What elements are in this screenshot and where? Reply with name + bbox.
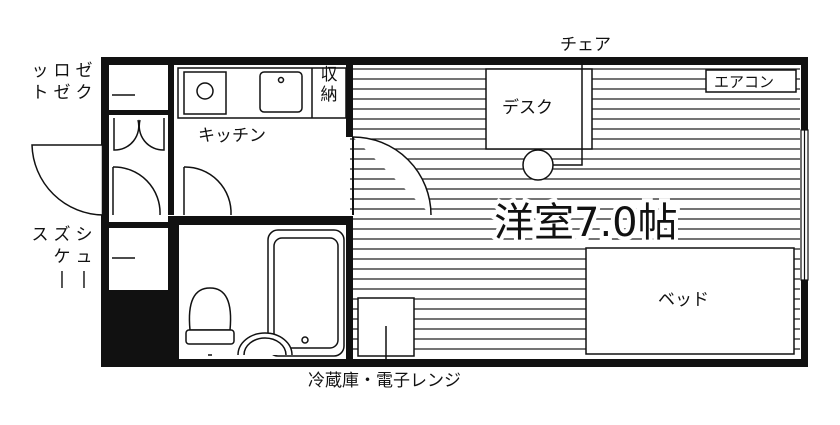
fridge-box (357, 297, 415, 362)
doors (31, 136, 432, 216)
vertical-char: ュ (76, 247, 93, 267)
vertical-char: ス (32, 225, 49, 245)
shoe-case-label: シュ|ズケ|ス (32, 225, 93, 289)
vertical-char: ク (76, 83, 93, 103)
desk (485, 60, 593, 181)
vertical-char: ズ (54, 225, 71, 245)
vertical-char: 納 (321, 85, 338, 105)
vertical-char: ゼ (76, 61, 93, 81)
vertical-char: | (81, 269, 87, 289)
closet (112, 94, 165, 151)
window-right (800, 129, 809, 281)
bed-label: ベッド (658, 290, 709, 310)
chair-label: チェア (560, 35, 611, 55)
bathroom (185, 229, 345, 357)
aircon (705, 69, 797, 93)
kitchen-label: キッチン (198, 126, 266, 146)
main-room-label: 洋室7.0帖 (494, 200, 678, 246)
interior-walls (109, 65, 353, 362)
vertical-char: ゼ (54, 83, 71, 103)
bed (585, 247, 795, 355)
vertical-char: ロ (54, 61, 71, 81)
vertical-char: ケ (54, 247, 71, 267)
kitchen-counter (177, 67, 347, 119)
aircon-label: エアコン (714, 73, 774, 91)
vertical-char: | (59, 269, 65, 289)
desk-label: デスク (502, 97, 553, 118)
vertical-char: 収 (321, 65, 338, 85)
fridge-label: 冷蔵庫・電子レンジ (308, 371, 461, 391)
vertical-char: ッ (32, 61, 49, 81)
vertical-char: シ (76, 225, 93, 245)
storage-label: 収納 (321, 65, 338, 105)
vertical-char: ト (32, 83, 49, 103)
